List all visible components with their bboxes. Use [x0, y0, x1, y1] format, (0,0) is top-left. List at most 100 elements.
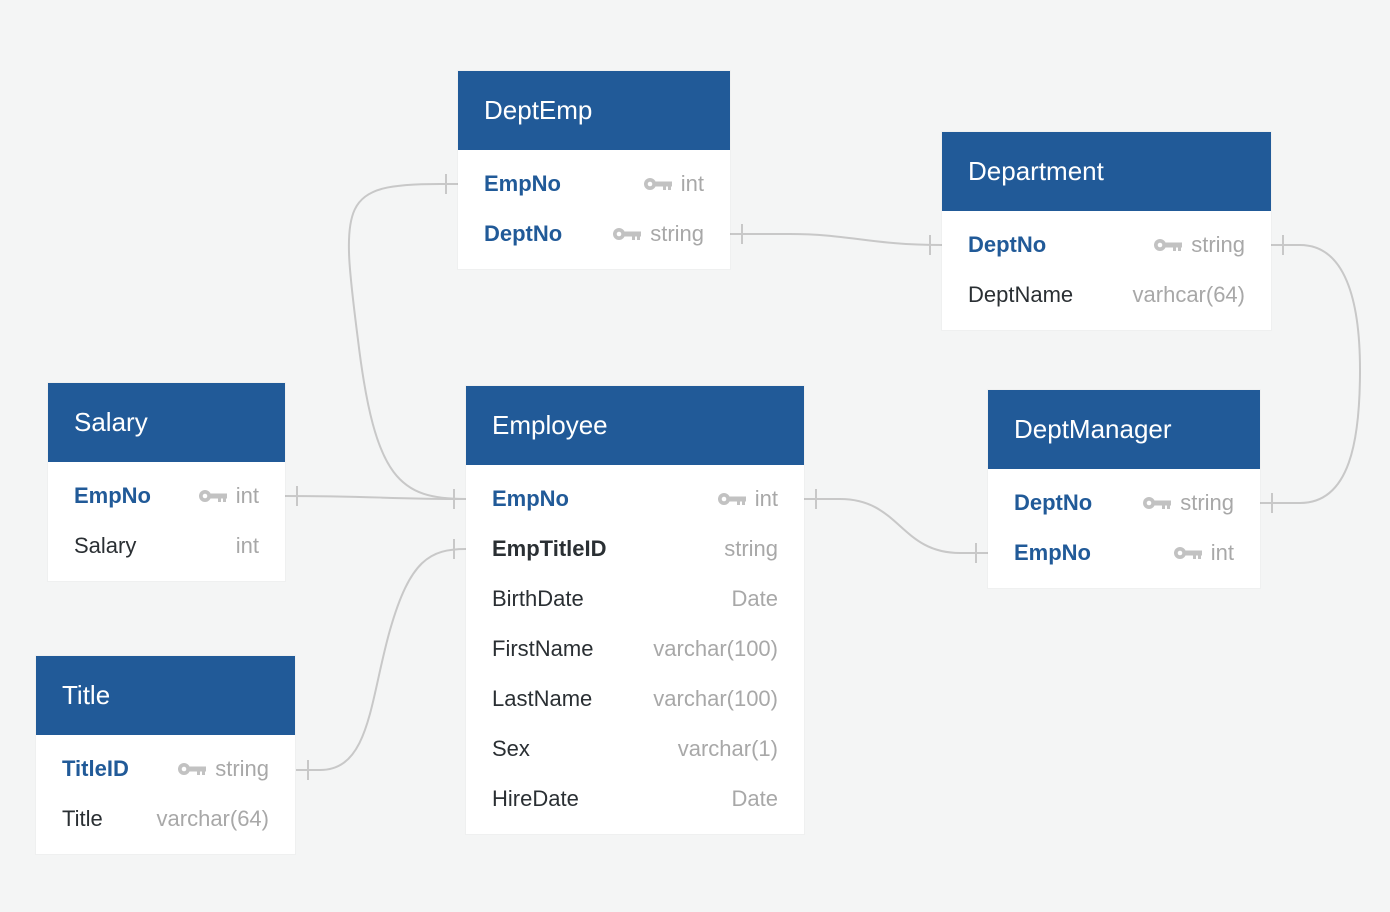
- entity-title-table[interactable]: Title TitleID string Title varchar(64): [36, 656, 295, 854]
- column-name: Sex: [492, 736, 530, 761]
- entity-department[interactable]: Department DeptNo string DeptName varhca…: [942, 132, 1271, 330]
- edge-deptemp-employee[interactable]: [347, 183, 467, 500]
- column-row[interactable]: TitleID string: [36, 744, 295, 794]
- column-type-cell: int: [717, 486, 778, 512]
- column-name: FirstName: [492, 636, 594, 661]
- column-row[interactable]: EmpNo int: [466, 474, 804, 524]
- column-row[interactable]: BirthDate Date: [466, 574, 804, 624]
- column-type: Date: [731, 786, 778, 811]
- key-icon: [643, 178, 672, 190]
- column-row[interactable]: DeptNo string: [942, 220, 1271, 270]
- column-name: Title: [62, 806, 103, 831]
- column-type-cell: string: [177, 756, 269, 782]
- column-type-cell: Date: [732, 786, 778, 812]
- edge-salary-employee[interactable]: [284, 495, 467, 500]
- entity-title[interactable]: DeptEmp: [458, 71, 730, 150]
- entity-title[interactable]: Employee: [466, 386, 804, 465]
- column-row[interactable]: Title varchar(64): [36, 794, 295, 844]
- column-type: int: [235, 533, 259, 558]
- entity-deptemp[interactable]: DeptEmp EmpNo int DeptNo string: [458, 71, 730, 269]
- column-row[interactable]: Sex varchar(1): [466, 724, 804, 774]
- column-type: Date: [731, 586, 778, 611]
- column-list: DeptNo string EmpNo int: [988, 469, 1260, 588]
- column-type: string: [724, 536, 778, 561]
- column-name: Salary: [74, 533, 137, 558]
- entity-title[interactable]: Salary: [48, 383, 285, 462]
- column-type: varchar(64): [156, 806, 269, 831]
- column-type: string: [650, 221, 704, 246]
- column-row[interactable]: LastName varchar(100): [466, 674, 804, 724]
- entity-salary[interactable]: Salary EmpNo int Salary int: [48, 383, 285, 581]
- column-row[interactable]: DeptNo string: [988, 478, 1260, 528]
- key-icon: [198, 490, 227, 502]
- column-type-cell: string: [1142, 490, 1234, 516]
- key-icon: [613, 228, 642, 240]
- column-type: string: [1191, 232, 1245, 257]
- column-type-cell: int: [643, 171, 704, 197]
- column-name: DeptNo: [1014, 490, 1093, 515]
- column-list: EmpNo int DeptNo string: [458, 150, 730, 269]
- column-name: DeptNo: [968, 232, 1047, 257]
- column-row[interactable]: EmpNo int: [988, 528, 1260, 578]
- column-type: varchar(100): [653, 686, 778, 711]
- entity-title[interactable]: Title: [36, 656, 295, 735]
- key-icon: [1173, 547, 1202, 559]
- key-icon: [1154, 239, 1183, 251]
- column-name: LastName: [492, 686, 593, 711]
- column-type-cell: int: [236, 533, 259, 559]
- column-type-cell: Date: [732, 586, 778, 612]
- column-list: EmpNo int EmpTitleID string BirthDate Da…: [466, 465, 804, 834]
- column-type: string: [1180, 490, 1234, 515]
- column-type-cell: int: [1173, 540, 1234, 566]
- column-name: EmpTitleID: [492, 536, 607, 561]
- entity-title[interactable]: DeptManager: [988, 390, 1260, 469]
- column-type: int: [1210, 540, 1234, 565]
- column-type-cell: int: [198, 483, 259, 509]
- column-type: int: [235, 483, 259, 508]
- column-row[interactable]: EmpNo int: [48, 471, 285, 521]
- column-row[interactable]: EmpTitleID string: [466, 524, 804, 574]
- column-name: BirthDate: [492, 586, 584, 611]
- column-type-cell: varchar(64): [157, 806, 269, 832]
- column-row[interactable]: Salary int: [48, 521, 285, 571]
- column-type-cell: varchar(1): [678, 736, 778, 762]
- edge-title-employee[interactable]: [296, 548, 467, 771]
- column-type-cell: varchar(100): [653, 686, 778, 712]
- key-icon: [178, 763, 207, 775]
- column-row[interactable]: DeptNo string: [458, 209, 730, 259]
- column-type-cell: string: [724, 536, 778, 562]
- column-type-cell: varchar(100): [653, 636, 778, 662]
- entity-employee[interactable]: Employee EmpNo int EmpTitleID string Bir…: [466, 386, 804, 834]
- column-type: int: [680, 171, 704, 196]
- column-type-cell: varhcar(64): [1133, 282, 1245, 308]
- column-name: TitleID: [62, 756, 129, 781]
- key-icon: [717, 493, 746, 505]
- edge-employee-deptmanager[interactable]: [804, 498, 988, 554]
- column-name: EmpNo: [74, 483, 151, 508]
- column-type: varchar(1): [677, 736, 778, 761]
- column-type: string: [215, 756, 269, 781]
- column-name: EmpNo: [1014, 540, 1091, 565]
- column-type: varhcar(64): [1132, 282, 1245, 307]
- column-name: EmpNo: [484, 171, 561, 196]
- entity-title[interactable]: Department: [942, 132, 1271, 211]
- column-list: EmpNo int Salary int: [48, 462, 285, 581]
- column-row[interactable]: DeptName varhcar(64): [942, 270, 1271, 320]
- column-type-cell: string: [612, 221, 704, 247]
- column-row[interactable]: HireDate Date: [466, 774, 804, 824]
- key-icon: [1143, 497, 1172, 509]
- column-name: HireDate: [492, 786, 579, 811]
- column-type: int: [754, 486, 778, 511]
- column-type-cell: string: [1153, 232, 1245, 258]
- entity-deptmanager[interactable]: DeptManager DeptNo string EmpNo int: [988, 390, 1260, 588]
- column-list: TitleID string Title varchar(64): [36, 735, 295, 854]
- column-row[interactable]: EmpNo int: [458, 159, 730, 209]
- edge-department-deptmanager[interactable]: [1260, 244, 1362, 504]
- column-row[interactable]: FirstName varchar(100): [466, 624, 804, 674]
- column-list: DeptNo string DeptName varhcar(64): [942, 211, 1271, 330]
- column-name: DeptNo: [484, 221, 563, 246]
- column-name: DeptName: [968, 282, 1074, 307]
- column-type: varchar(100): [653, 636, 778, 661]
- edge-deptemp-department[interactable]: [730, 233, 943, 246]
